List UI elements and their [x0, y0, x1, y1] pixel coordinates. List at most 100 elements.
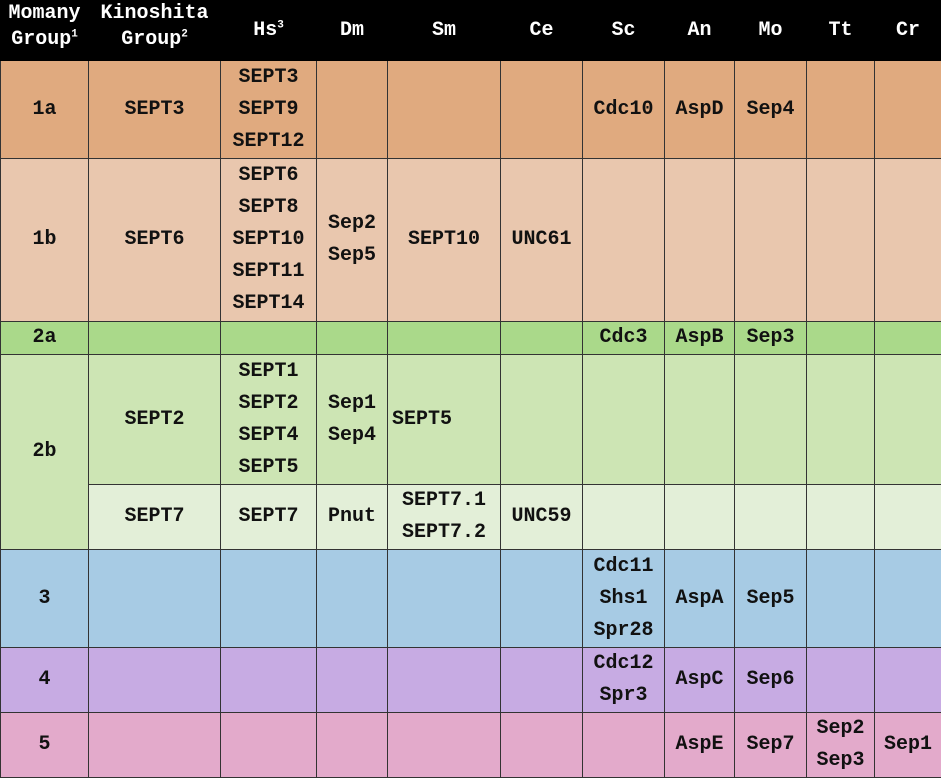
cell-sc: Cdc11 Shs1 Spr28 — [582, 549, 665, 648]
cell-kinoshita — [88, 321, 221, 355]
cell-hs-item: SEPT3 — [238, 65, 299, 89]
cell-cr: Sep1 — [874, 712, 941, 778]
table-row-5: 5 AspE Sep7 Sep2 Sep3 Sep1 — [0, 712, 941, 778]
cell-momany: 3 — [0, 549, 89, 648]
cell-tt — [806, 60, 875, 159]
cell-ce — [500, 549, 583, 648]
cell-ce: UNC61 — [500, 158, 583, 322]
cell-sc: Cdc3 — [582, 321, 665, 355]
cell-cr — [874, 647, 941, 713]
cell-momany: 1a — [0, 60, 89, 159]
cell-sm-item: SEPT7.1 — [401, 489, 486, 512]
cell-kinoshita — [88, 549, 221, 648]
cell-dm — [316, 60, 388, 159]
cell-cr — [874, 321, 941, 355]
cell-hs-item: SEPT12 — [232, 129, 305, 153]
cell-momany: 4 — [0, 647, 89, 713]
cell-tt — [806, 549, 875, 648]
cell-cr — [874, 484, 941, 550]
cell-sm — [387, 321, 501, 355]
cell-momany: 1b — [0, 158, 89, 322]
cell-kinoshita: SEPT6 — [88, 158, 221, 322]
header-momany-top: Momany — [8, 2, 81, 25]
cell-cr — [874, 549, 941, 648]
cell-sc — [582, 158, 665, 322]
cell-dm-item: Sep1 — [327, 391, 376, 415]
cell-dm-item: Sep5 — [327, 244, 376, 267]
cell-sc — [582, 712, 665, 778]
cell-cr — [874, 60, 941, 159]
cell-tt: Sep2 Sep3 — [806, 712, 875, 778]
header-tt: Tt — [806, 0, 875, 61]
cell-hs — [220, 321, 317, 355]
cell-kinoshita — [88, 712, 221, 778]
header-sm: Sm — [387, 0, 501, 61]
cell-kinoshita: SEPT2 — [88, 354, 221, 485]
cell-mo — [734, 158, 807, 322]
cell-hs: SEPT3 SEPT9 SEPT12 — [220, 60, 317, 159]
cell-tt — [806, 484, 875, 550]
cell-an — [664, 354, 735, 485]
cell-sc-item: Shs1 — [599, 586, 648, 610]
header-sc: Sc — [582, 0, 665, 61]
cell-hs: SEPT6 SEPT8 SEPT10 SEPT11 SEPT14 — [220, 158, 317, 322]
cell-an: AspC — [664, 647, 735, 713]
cell-sm-item: SEPT7.2 — [401, 521, 486, 544]
cell-ce — [500, 60, 583, 159]
cell-an — [664, 158, 735, 322]
header-momany-sup: 1 — [71, 28, 78, 41]
cell-momany: 2a — [0, 321, 89, 355]
header-cr: Cr — [874, 0, 941, 61]
cell-dm-item: Sep2 — [327, 212, 376, 235]
cell-mo: Sep7 — [734, 712, 807, 778]
header-kinoshita-group: Kinoshita Group2 — [88, 0, 221, 61]
cell-mo — [734, 354, 807, 485]
cell-hs-item: SEPT2 — [238, 391, 299, 415]
cell-dm: Sep1 Sep4 — [316, 354, 388, 485]
cell-sm — [387, 549, 501, 648]
cell-sc-item: Spr28 — [593, 618, 654, 642]
cell-ce — [500, 712, 583, 778]
cell-sc — [582, 484, 665, 550]
header-momany-bottom: Group — [11, 28, 72, 51]
cell-sm: SEPT7.1 SEPT7.2 — [387, 484, 501, 550]
header-hs-label: Hs — [253, 18, 278, 42]
cell-kinoshita — [88, 647, 221, 713]
cell-dm — [316, 321, 388, 355]
cell-dm: Pnut — [316, 484, 388, 550]
header-dm: Dm — [316, 0, 388, 61]
cell-hs — [220, 549, 317, 648]
cell-tt-item: Sep2 — [816, 717, 865, 740]
cell-ce: UNC59 — [500, 484, 583, 550]
cell-dm — [316, 549, 388, 648]
cell-an: AspE — [664, 712, 735, 778]
header-hs: Hs3 — [220, 0, 317, 61]
cell-hs — [220, 647, 317, 713]
cell-sc-item: Cdc12 — [593, 652, 654, 675]
cell-mo: Sep4 — [734, 60, 807, 159]
cell-an: AspB — [664, 321, 735, 355]
cell-ce — [500, 354, 583, 485]
cell-hs-item: SEPT9 — [238, 97, 299, 121]
cell-tt-item: Sep3 — [816, 749, 865, 772]
cell-dm — [316, 647, 388, 713]
table-row-1b: 1b SEPT6 SEPT6 SEPT8 SEPT10 SEPT11 SEPT1… — [0, 158, 941, 322]
cell-mo — [734, 484, 807, 550]
cell-hs-item: SEPT14 — [232, 292, 305, 315]
header-kino-sup: 2 — [181, 28, 188, 41]
cell-sm — [387, 647, 501, 713]
cell-dm: Sep2 Sep5 — [316, 158, 388, 322]
table-row-4: 4 Cdc12 Spr3 AspC Sep6 — [0, 647, 941, 713]
cell-cr — [874, 158, 941, 322]
cell-an: AspA — [664, 549, 735, 648]
cell-an: AspD — [664, 60, 735, 159]
header-mo: Mo — [734, 0, 807, 61]
cell-mo: Sep6 — [734, 647, 807, 713]
table-row-3: 3 Cdc11 Shs1 Spr28 AspA Sep5 — [0, 549, 941, 648]
cell-hs-item: SEPT1 — [238, 359, 299, 383]
cell-dm-item: Sep4 — [327, 423, 376, 447]
cell-hs — [220, 712, 317, 778]
cell-hs: SEPT1 SEPT2 SEPT4 SEPT5 — [220, 354, 317, 485]
header-kino-bottom: Group — [121, 28, 182, 51]
cell-sm: SEPT10 — [387, 158, 501, 322]
